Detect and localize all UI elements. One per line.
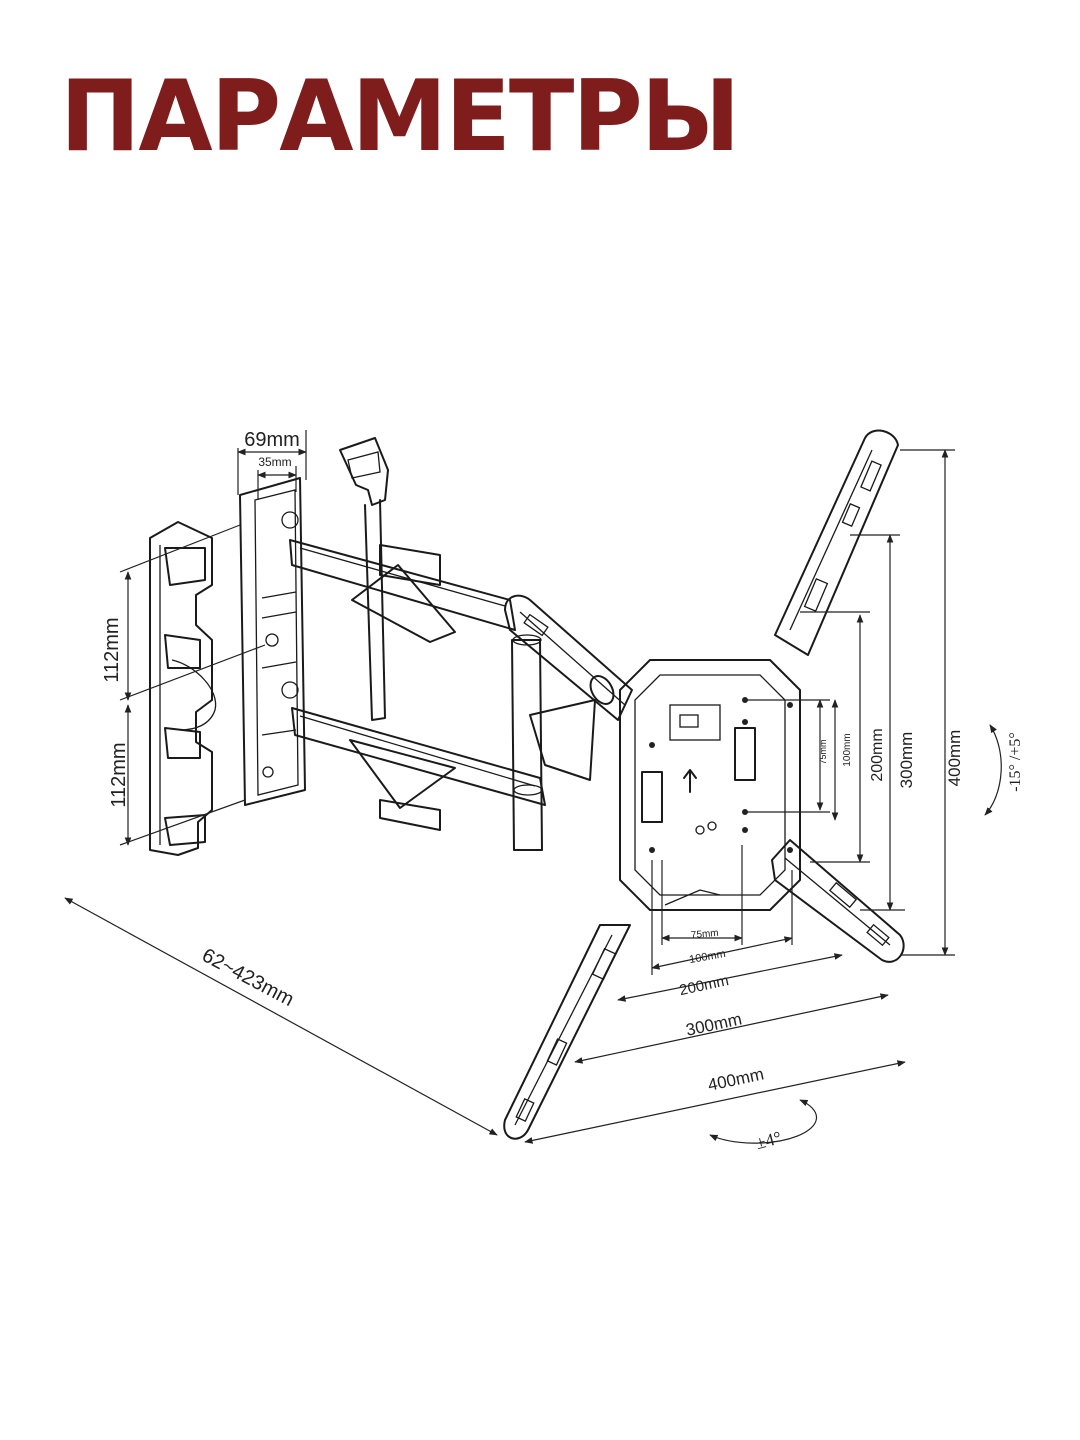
label-swivel: ±4° bbox=[753, 1127, 783, 1153]
label-69mm: 69mm bbox=[244, 429, 300, 451]
label-v-400mm: 400mm bbox=[945, 730, 964, 787]
pivot-column bbox=[511, 634, 596, 851]
label-h-200mm: 200mm bbox=[678, 972, 730, 999]
label-h-300mm: 300mm bbox=[684, 1009, 743, 1039]
label-h-75mm: 75mm bbox=[690, 928, 719, 941]
page-title: ПАРАМЕТРЫ bbox=[60, 60, 740, 174]
hook-piece bbox=[339, 437, 389, 721]
label-v-75mm: 75mm bbox=[818, 739, 828, 764]
label-112mm-lower: 112mm bbox=[108, 742, 130, 807]
label-v-200mm: 200mm bbox=[869, 728, 886, 781]
upper-arm bbox=[289, 539, 516, 643]
label-35mm: 35mm bbox=[258, 455, 291, 469]
wall-bracket bbox=[239, 477, 306, 806]
dimension-lines bbox=[64, 430, 1002, 1144]
vesa-arm-top-right bbox=[774, 429, 899, 656]
label-v-100mm: 100mm bbox=[842, 733, 853, 766]
label-extension: 62~423mm bbox=[198, 944, 297, 1011]
vesa-arm-top-left bbox=[504, 594, 633, 721]
vesa-plate bbox=[619, 659, 801, 911]
label-v-300mm: 300mm bbox=[897, 732, 916, 789]
label-h-100mm: 100mm bbox=[688, 948, 726, 966]
label-tilt: -15° /+5° bbox=[1007, 732, 1024, 792]
label-112mm-upper: 112mm bbox=[101, 617, 123, 682]
lower-arm bbox=[291, 707, 546, 831]
label-h-400mm: 400mm bbox=[706, 1064, 765, 1094]
wall-plate bbox=[149, 521, 217, 856]
vesa-arm-bottom-left bbox=[503, 924, 631, 1140]
